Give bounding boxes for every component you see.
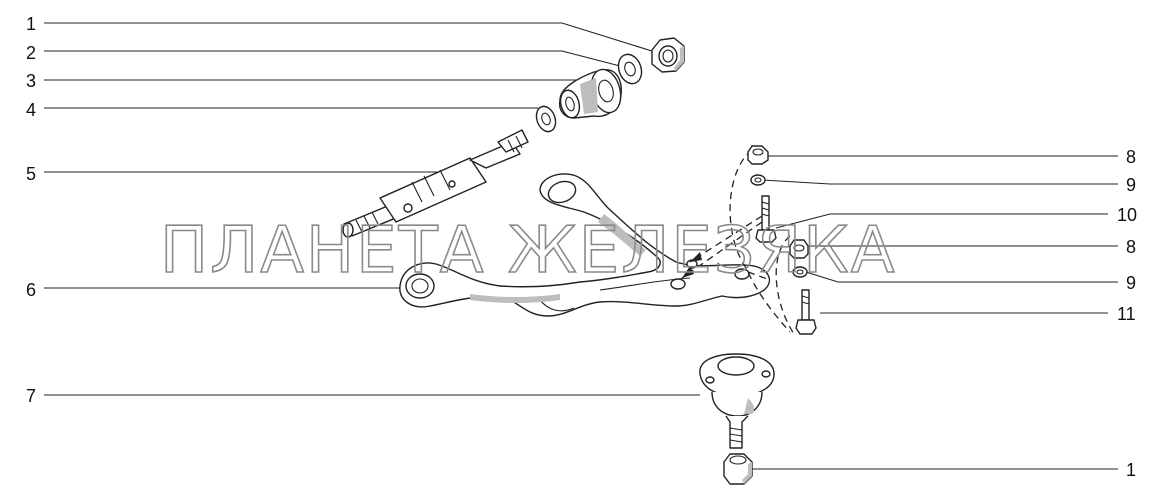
leader-line-1-top (44, 22, 656, 53)
callout-label-1-top: 1 (26, 14, 36, 34)
hex-nut-bottom (723, 453, 753, 485)
washer-lower (535, 105, 557, 133)
leader-line-9-top (761, 179, 1118, 185)
lock-washer-9-bottom (792, 266, 808, 278)
nut-8-bottom (789, 239, 809, 259)
assembly-dashed-lines (681, 149, 795, 335)
right-callouts: 8 9 10 8 9 11 1 (1117, 147, 1137, 480)
lock-washer-9-top (750, 174, 766, 186)
ball-joint (699, 353, 775, 449)
leader-line-2 (44, 50, 621, 67)
leader-line-9-bottom (805, 271, 1118, 283)
bolt-10 (755, 195, 777, 243)
leader-lines (44, 22, 1118, 470)
callout-label-2: 2 (26, 43, 36, 63)
washer-upper (617, 53, 643, 85)
callout-label-3: 3 (26, 71, 36, 91)
callout-label-7: 7 (26, 386, 36, 406)
arrow-head (682, 266, 694, 278)
lower-control-arm (399, 173, 771, 317)
arrow-head (690, 252, 702, 262)
watermark-text: ПЛАНЕТА ЖЕЛЕЗЯКА (160, 214, 896, 288)
threaded-shaft (342, 129, 529, 238)
callout-label-8-bottom: 8 (1126, 237, 1136, 257)
rubber-bushing (558, 68, 622, 119)
nut-8-top (747, 145, 769, 165)
callout-label-8-top: 8 (1126, 147, 1136, 167)
bolt-11 (795, 289, 817, 335)
callout-label-9-bottom: 9 (1126, 273, 1136, 293)
callout-label-6: 6 (26, 280, 36, 300)
callout-label-1-bottom: 1 (1126, 460, 1136, 480)
callout-label-4: 4 (26, 100, 36, 120)
callout-label-10: 10 (1117, 205, 1137, 225)
left-callouts: 1 2 3 4 5 6 7 (26, 14, 36, 406)
callout-label-5: 5 (26, 164, 36, 184)
hex-nut-top (651, 37, 685, 73)
callout-label-11: 11 (1117, 304, 1136, 324)
leader-line-10 (775, 213, 1108, 229)
callout-label-9-top: 9 (1126, 175, 1136, 195)
